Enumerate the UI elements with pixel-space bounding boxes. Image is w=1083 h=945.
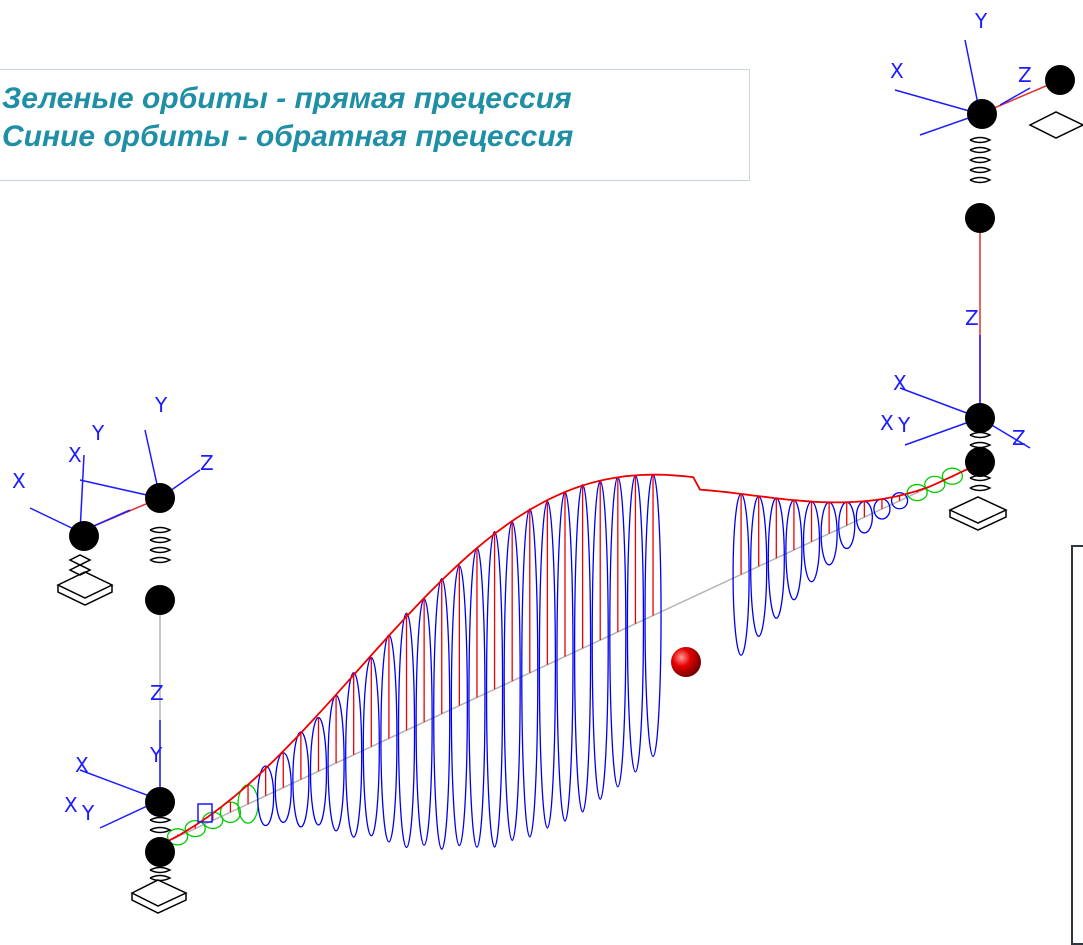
rotor-diagram: X X Y Y Z Z Y X X Y Y X Z xyxy=(12,9,1083,914)
axis-label-z: Z xyxy=(150,681,164,705)
backward-orbit xyxy=(450,565,468,847)
orbit-group xyxy=(166,467,964,850)
axis-label-y: Y xyxy=(81,801,95,825)
forward-orbit xyxy=(924,475,946,494)
legend-line-backward: Синие орбиты - обратная прецессия xyxy=(2,120,574,153)
legend-box: Зеленые орбиты - прямая прецессия Синие … xyxy=(0,69,750,181)
axis-label-x: X xyxy=(893,371,907,395)
axis-label-y: Y xyxy=(154,393,168,417)
red-ball-marker xyxy=(671,647,701,677)
left-lower-support: Z Y X X Y xyxy=(64,681,213,914)
forward-orbit xyxy=(166,828,189,846)
left-upper-support: X X Y Y Z xyxy=(12,393,214,615)
axis-label-x: X xyxy=(890,59,904,83)
axis-label-y: Y xyxy=(149,743,163,767)
axis-label-z: Z xyxy=(965,306,979,330)
mode-shape-curve xyxy=(159,467,971,846)
axis-label-x: X xyxy=(68,443,82,467)
forward-orbit xyxy=(906,483,928,502)
axis-label-z: Z xyxy=(200,451,214,475)
axis-label-x: X xyxy=(64,793,78,817)
backward-orbit xyxy=(433,577,451,850)
backward-orbit xyxy=(890,492,909,510)
right-lower-support: Z X X Y Z xyxy=(880,306,1031,531)
axis-label-y: Y xyxy=(91,421,105,445)
axis-label-y: Y xyxy=(897,413,911,437)
mode-shape-group xyxy=(159,467,971,846)
axis-label-x: X xyxy=(880,411,894,435)
legend-line-forward: Зеленые орбиты - прямая прецессия xyxy=(2,82,572,115)
right-upper-support: Y X Z xyxy=(890,9,1083,233)
axis-label-x: X xyxy=(12,469,26,493)
axis-label-x: X xyxy=(75,753,89,777)
axis-label-z: Z xyxy=(1018,63,1032,87)
axis-label-y: Y xyxy=(974,9,988,33)
axis-label-z: Z xyxy=(1012,426,1026,450)
forward-orbit xyxy=(184,819,206,838)
forward-orbit xyxy=(941,467,964,485)
